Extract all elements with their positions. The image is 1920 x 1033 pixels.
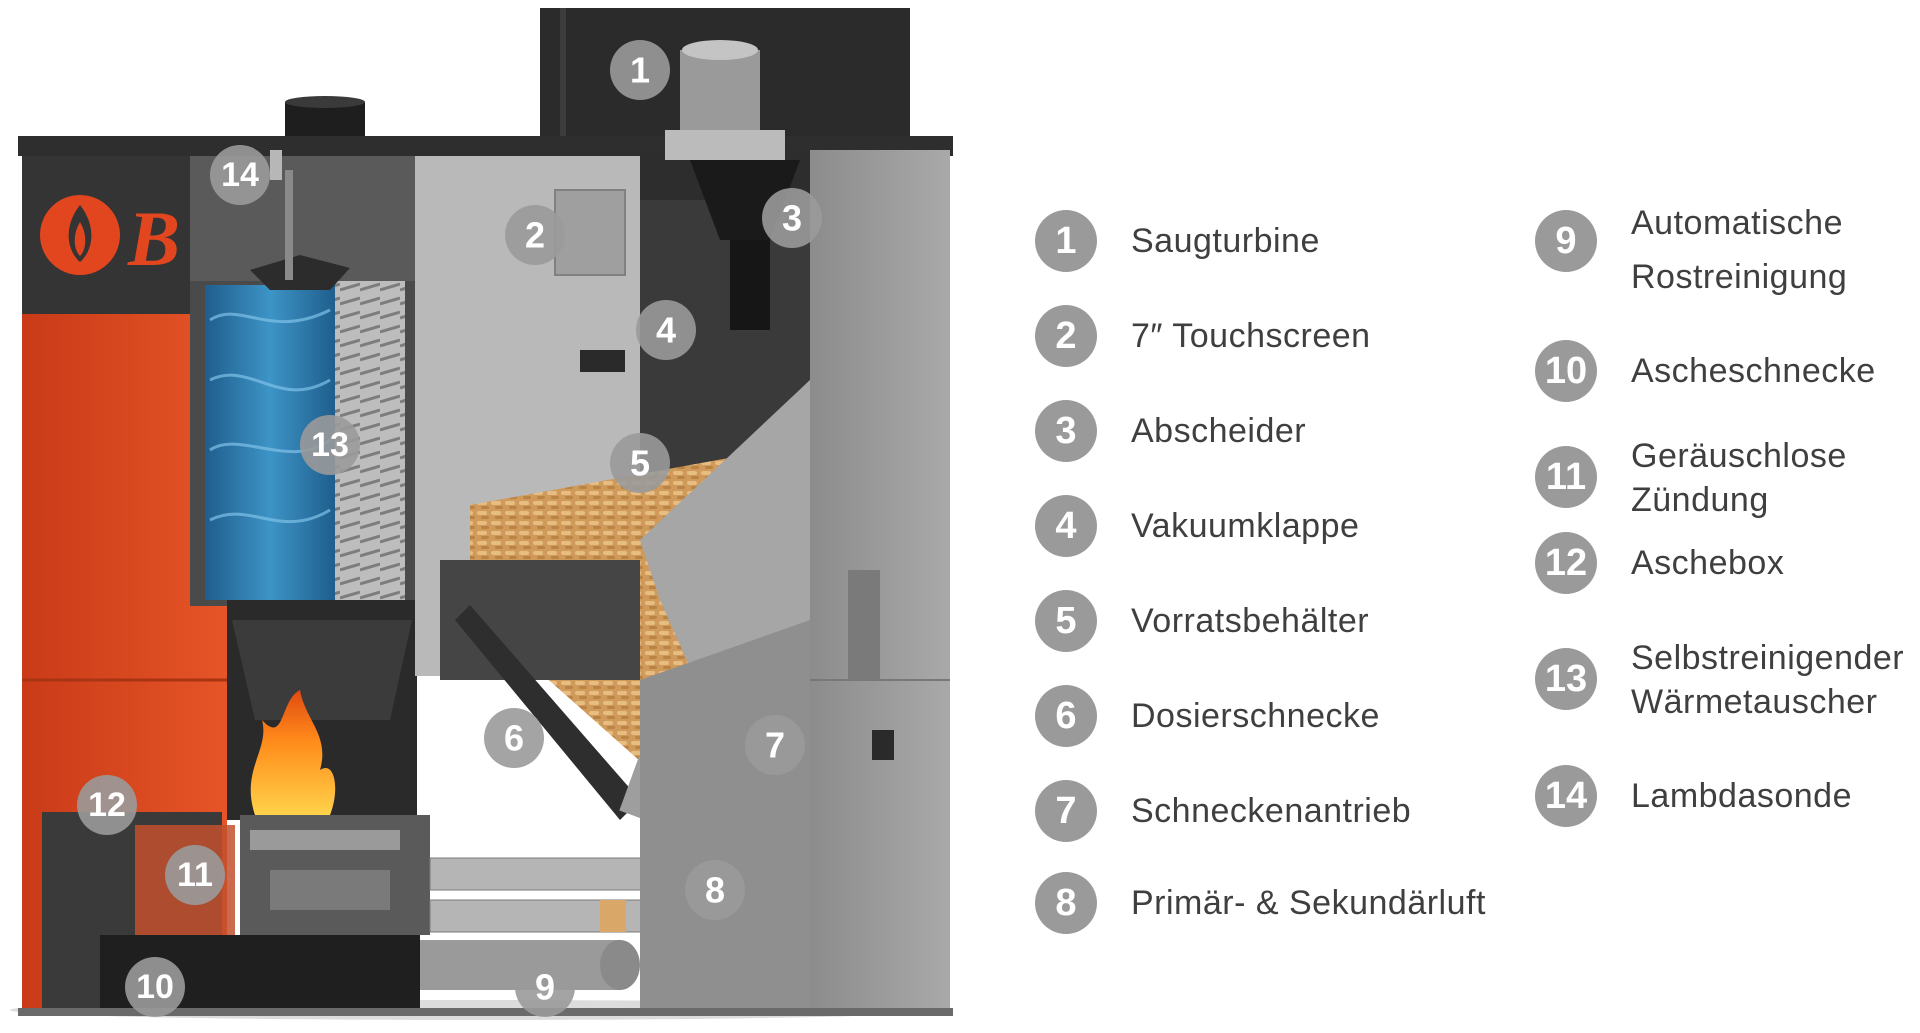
callout-9: 9 — [515, 957, 575, 1017]
legend-label: Lambdasonde — [1631, 777, 1853, 815]
callout-3: 3 — [762, 188, 822, 248]
svg-text:11: 11 — [177, 856, 213, 894]
callout-10: 10 — [125, 957, 185, 1017]
brand-logo-text: B — [127, 195, 180, 282]
legend-label: Automatische Rostreinigung — [1631, 204, 1848, 296]
legend-label: Vorratsbehälter — [1131, 602, 1370, 640]
svg-text:4: 4 — [656, 310, 676, 351]
dosing-screw — [455, 605, 640, 820]
legend-badge: 4 — [1035, 495, 1097, 557]
callout-4: 4 — [636, 300, 696, 360]
callout-8: 8 — [685, 860, 745, 920]
svg-text:13: 13 — [311, 426, 349, 464]
legend-item-12: 12 Aschebox — [1535, 532, 1784, 594]
legend-item-3: 3 Abscheider — [1035, 400, 1306, 462]
legend-label: 7″ Touchscreen — [1131, 317, 1371, 355]
secondary-air-duct — [429, 899, 681, 933]
legend-item-7: 7 Schneckenantrieb — [1035, 780, 1411, 842]
legend-item-14: 14 Lambdasonde — [1535, 765, 1852, 827]
svg-text:14: 14 — [221, 156, 259, 194]
legend-badge: 2 — [1035, 305, 1097, 367]
callout-14: 14 — [210, 145, 270, 205]
legend-item-5: 5 Vorratsbehälter — [1035, 590, 1369, 652]
legend-label: Abscheider — [1131, 412, 1307, 450]
legend-label: Ascheschnecke — [1631, 352, 1876, 390]
callout-7: 7 — [745, 715, 805, 775]
legend-item-9: 9 Automatische Rostreinigung — [1535, 204, 1847, 304]
legend-item-11: 11 Geräuschlose Zündung — [1535, 437, 1847, 522]
touchscreen — [554, 189, 626, 276]
svg-text:10: 10 — [136, 968, 174, 1006]
svg-text:6: 6 — [504, 718, 524, 759]
callout-12: 12 — [77, 775, 137, 835]
svg-text:3: 3 — [782, 198, 802, 239]
legend-badge: 11 — [1535, 446, 1597, 508]
legend-badge: 1 — [1035, 210, 1097, 272]
legend-item-2: 2 7″ Touchscreen — [1035, 305, 1371, 367]
svg-text:2: 2 — [525, 215, 545, 256]
legend-label: Geräuschlose Zündung — [1631, 437, 1847, 519]
svg-text:5: 5 — [630, 443, 650, 484]
legend-item-8: 8 Primär- & Sekundärluft — [1035, 872, 1486, 934]
legend-label: Saugturbine — [1131, 222, 1320, 260]
legend-badge: 13 — [1535, 648, 1597, 710]
legend-item-4: 4 Vakuumklappe — [1035, 495, 1359, 557]
callout-1: 1 — [610, 40, 670, 100]
svg-text:12: 12 — [88, 786, 126, 824]
legend-item-10: 10 Ascheschnecke — [1535, 340, 1876, 402]
svg-text:1: 1 — [630, 50, 650, 91]
legend-item-1: 1 Saugturbine — [1035, 210, 1320, 272]
legend-label: Aschebox — [1631, 544, 1785, 582]
legend-label: Dosierschnecke — [1131, 697, 1380, 735]
legend-label: Schneckenantrieb — [1131, 792, 1412, 830]
svg-text:9: 9 — [535, 967, 555, 1008]
legend-badge: 8 — [1035, 872, 1097, 934]
callout-5: 5 — [610, 433, 670, 493]
legend-label: Vakuumklappe — [1131, 507, 1360, 545]
legend-badge: 6 — [1035, 685, 1097, 747]
svg-text:7: 7 — [765, 725, 785, 766]
flame-logo-icon — [40, 195, 120, 275]
flame — [250, 690, 336, 815]
legend-badge: 9 — [1535, 210, 1597, 272]
callout-11: 11 — [165, 845, 225, 905]
legend-badge: 10 — [1535, 340, 1597, 402]
callout-6: 6 — [484, 708, 544, 768]
legend-label: Primär- & Sekundärluft — [1131, 884, 1486, 922]
boiler-cutaway-illustration: B — [10, 8, 953, 1020]
legend-badge: 12 — [1535, 532, 1597, 594]
callout-13: 13 — [300, 415, 360, 475]
legend-badge: 14 — [1535, 765, 1597, 827]
legend-badge: 7 — [1035, 780, 1097, 842]
legend-badge: 3 — [1035, 400, 1097, 462]
legend-label: Selbstreinigender Wärmetauscher — [1631, 639, 1905, 721]
svg-text:8: 8 — [705, 870, 725, 911]
legend-item-13: 13 Selbstreinigender Wärmetauscher — [1535, 639, 1904, 724]
callout-2: 2 — [505, 205, 565, 265]
flue-pipe — [285, 102, 365, 142]
legend-badge: 5 — [1035, 590, 1097, 652]
legend-item-6: 6 Dosierschnecke — [1035, 685, 1380, 747]
